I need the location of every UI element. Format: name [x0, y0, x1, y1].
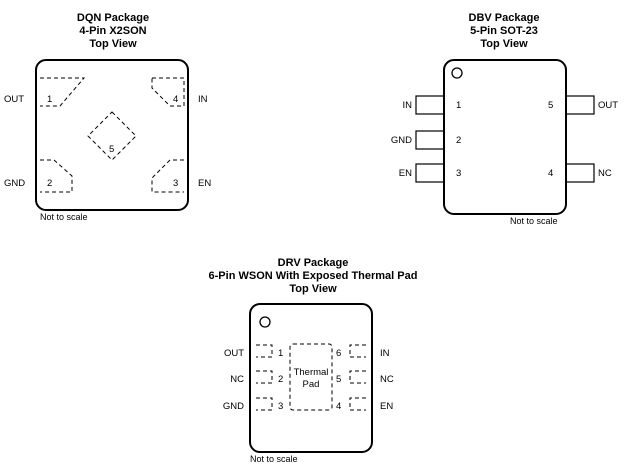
dbv-package: DBV Package 5-Pin SOT-23 Top View 1 2 3 … — [391, 12, 618, 226]
dbv-scale-note: Not to scale — [510, 216, 558, 226]
drv-pin-num-2: 2 — [278, 374, 283, 385]
dbv-pin-num-1: 1 — [456, 100, 461, 111]
dbv-pin1-marker-icon — [451, 67, 463, 79]
drv-title-line-3: Top View — [289, 283, 337, 295]
dqn-pin-num-3: 3 — [173, 178, 178, 189]
drv-pad-6 — [349, 344, 366, 358]
dqn-pin-in: IN — [198, 94, 208, 105]
drv-pin-num-4: 4 — [336, 401, 341, 412]
drv-pin-gnd: GND — [223, 401, 244, 412]
drv-title-line-2: 6-Pin WSON With Exposed Thermal Pad — [209, 270, 418, 282]
dqn-title-line-3: Top View — [89, 38, 137, 50]
drv-package-body — [249, 303, 373, 453]
drv-pin1-marker-icon — [259, 316, 271, 328]
dbv-pin-in: IN — [403, 100, 413, 111]
dqn-title-line-1: DQN Package — [77, 12, 149, 24]
drv-pin-num-5: 5 — [336, 374, 341, 385]
drv-pad-3 — [256, 397, 273, 411]
drv-scale-note: Not to scale — [250, 454, 298, 464]
dbv-pin-gnd: GND — [391, 135, 412, 146]
drv-pin-num-1: 1 — [278, 348, 283, 359]
dqn-pin-num-4: 4 — [173, 94, 178, 105]
dbv-pin-en: EN — [399, 168, 412, 179]
dqn-pin-out: OUT — [4, 94, 24, 105]
dqn-pin-gnd: GND — [4, 178, 25, 189]
dbv-title-line-1: DBV Package — [469, 12, 540, 24]
drv-pin-en: EN — [380, 401, 393, 412]
dqn-scale-note: Not to scale — [40, 212, 88, 222]
drv-title-line-1: DRV Package — [278, 257, 349, 269]
dbv-pin-num-4: 4 — [548, 168, 553, 179]
dqn-pin-en: EN — [198, 178, 211, 189]
dbv-pin-num-5: 5 — [548, 100, 553, 111]
drv-package: DRV Package 6-Pin WSON With Exposed Ther… — [209, 257, 418, 464]
dqn-title-line-2: 4-Pin X2SON — [79, 25, 146, 37]
drv-pin-nc-left: NC — [230, 374, 244, 385]
drv-pad-4 — [349, 397, 366, 411]
drv-pin-in: IN — [380, 348, 390, 359]
drv-thermal-pad-label-2: Pad — [303, 379, 320, 390]
drv-pad-1 — [256, 344, 273, 358]
dqn-package-body — [35, 59, 189, 211]
drv-thermal-pad-label-1: Thermal — [294, 367, 329, 378]
dqn-pin-num-1: 1 — [47, 94, 52, 105]
dbv-pin-out: OUT — [598, 100, 618, 111]
dqn-pad-2 — [40, 159, 73, 193]
dbv-pin-num-2: 2 — [456, 135, 461, 146]
dqn-pad-3 — [151, 159, 184, 193]
dqn-pad-5 — [87, 111, 137, 161]
drv-pin-out: OUT — [224, 348, 244, 359]
dbv-pin-nc: NC — [598, 168, 612, 179]
dqn-pin-num-2: 2 — [47, 178, 52, 189]
dqn-package: DQN Package 4-Pin X2SON Top View 1 4 2 3… — [4, 12, 211, 222]
dqn-pin-num-5: 5 — [109, 144, 114, 155]
dbv-pin-stub-1 — [415, 95, 445, 115]
dbv-pin-stub-5 — [565, 95, 595, 115]
drv-pad-2 — [256, 370, 273, 384]
dqn-pad-4 — [151, 77, 185, 107]
dbv-pin-stub-4 — [565, 163, 595, 183]
dqn-pad-1 — [40, 77, 86, 107]
dbv-pin-stub-2 — [415, 130, 445, 150]
dbv-pin-num-3: 3 — [456, 168, 461, 179]
drv-pin-nc-right: NC — [380, 374, 394, 385]
drv-pin-num-3: 3 — [278, 401, 283, 412]
drv-pad-5 — [349, 370, 366, 384]
dbv-pin-stub-3 — [415, 163, 445, 183]
drv-pin-num-6: 6 — [336, 348, 341, 359]
drv-thermal-pad — [289, 343, 333, 411]
dbv-title-line-3: Top View — [480, 38, 528, 50]
dbv-title-line-2: 5-Pin SOT-23 — [470, 25, 538, 37]
dbv-package-body — [443, 59, 567, 215]
